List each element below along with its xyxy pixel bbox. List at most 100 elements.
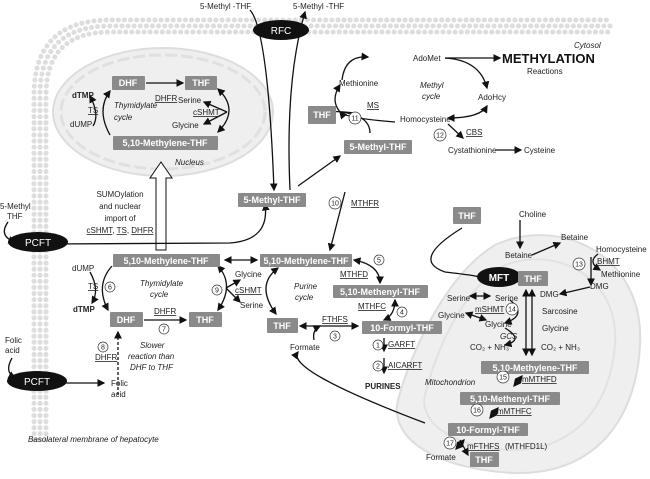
enzyme-mshmt: mSHMT [475,305,504,314]
step-16: 16 [470,403,484,417]
svg-text:2: 2 [376,364,380,371]
svg-text:14: 14 [508,307,516,314]
box-thf-purine: THF [267,318,298,333]
label-gcs: GCS [500,332,518,341]
enzyme-aicarft: AICARFT [388,361,422,370]
pcft-label: PCFT [25,238,51,249]
label-methyl-cycle-2: cycle [422,92,441,101]
svg-text:5-Methyl-THF: 5-Methyl-THF [244,195,301,205]
enzyme-mmthfd: mMTHFD [522,375,557,384]
svg-text:5-Methyl-THF: 5-Methyl-THF [350,142,407,152]
label-nucleus: Nucleus [175,158,204,167]
label-methionine-r: Methionine [601,270,641,279]
box-methyl-thf-mid: 5-Methyl-THF [238,193,306,207]
label-dump: dUMP [72,264,94,273]
box-formyl-thf: 10-Formyl-THF [362,321,442,334]
svg-text:DHF: DHF [119,78,138,88]
labels: 5-Methyl -THF 5-Methyl -THF Cytosol Nucl… [0,2,647,462]
label-purine-cycle: cycle [295,293,314,302]
enzyme-mmthfc: mMTHFC [497,407,532,416]
label-serine: Serine [240,301,264,310]
label-adomet: AdoMet [413,54,441,63]
svg-text:3: 3 [333,334,337,341]
enzyme-mthfc: MTHFC [358,302,386,311]
label-m-serine: Serine [495,294,519,303]
svg-text:5: 5 [377,258,381,265]
box-thf-ms: THF [308,106,336,124]
label-betaine-out: Betaine [561,233,589,242]
cell-membrane [31,17,615,443]
label-dtmp: dTMP [73,305,95,314]
step-numbers: 1 2 3 4 5 6 7 8 9 10 11 12 13 14 15 16 1… [97,111,586,450]
svg-text:17: 17 [446,441,454,448]
svg-text:10: 10 [331,201,339,208]
label-m-glycine-out: Glycine [438,311,465,320]
label-methyl-thf-in: 5-Methyl -THF [200,2,251,11]
step-13: 13 [572,257,586,271]
label-homocysteine: Homocysteine [400,115,451,124]
step-15: 15 [496,370,510,384]
label-m-formate: Formate [426,453,456,462]
enzyme-nuc-dhfr: DHFR [155,94,177,103]
label-mthfd1l: (MTHFD1L) [505,442,548,451]
nuclear-import-arrow [149,161,173,251]
svg-text:5,10-Methylene-THF: 5,10-Methylene-THF [263,256,349,266]
label-homocysteine-r: Homocysteine [596,245,647,254]
enzyme-sumo-dhfr: DHFR [131,226,153,235]
box-thf-top-right: THF [453,207,481,224]
box-nuc-thf: THF [185,76,217,90]
box-mito-formyl-thf: 10-Formyl-THF [448,423,528,436]
step-7: 7 [158,323,170,335]
svg-text:10-Formyl-THF: 10-Formyl-THF [370,323,434,333]
enzyme-nuc-cshmt: cSHMT [193,108,220,117]
label-sumo-2: and nuclear [99,202,141,211]
box-thf-thymidylate: THF [189,312,222,327]
label-nuc-serine: Serine [178,96,202,105]
label-formate: Formate [290,343,320,352]
label-betaine-in: Betaine [505,251,533,260]
transporter-pcft-bottom: PCFT [7,371,67,391]
label-folic-left-2: acid [5,346,20,355]
svg-text:6: 6 [108,285,112,292]
svg-text:4: 4 [400,310,404,317]
pcft-label: PCFT [24,377,50,388]
box-dhf: DHF [110,312,143,327]
enzyme-dhfr-8: DHFR [95,353,117,362]
step-9: 9 [211,284,223,296]
label-methyl-thf-pcft: 5-Methyl [0,202,31,211]
label-folic: Folic [111,379,128,388]
step-17: 17 [443,436,457,450]
enzyme-sumo-cshmt: cSHMT [87,226,114,235]
box-methenyl-thf: 5,10-Methenyl-THF [333,285,428,298]
svg-text:5,10-Methenyl-THF: 5,10-Methenyl-THF [470,394,551,404]
svg-text:15: 15 [499,375,507,382]
mft-label: MFT [489,273,510,284]
enzyme-fthfs: FTHFS [322,315,348,324]
box-nuc-methylene-thf: 5,10-Methylene-THF [113,136,218,150]
label-thymidylate-cycle: cycle [150,290,169,299]
label-slower-3: DHF to THF [130,363,174,372]
label-methionine: Methionine [339,79,379,88]
svg-text:8: 8 [101,345,105,352]
label-sumo-3: import of [104,214,136,223]
label-methyl-cycle: Methyl [420,81,444,90]
label-methyl-thf-out: 5-Methyl -THF [293,2,344,11]
label-purines: PURINES [365,382,401,391]
step-11: 11 [348,111,362,125]
step-4: 4 [396,306,408,318]
label-co2-left: CO₂ + NH₃ [470,343,509,352]
step-8: 8 [97,341,109,353]
label-methylation: METHYLATION [502,51,595,66]
step-10: 10 [328,196,342,210]
svg-text:10-Formyl-THF: 10-Formyl-THF [456,425,520,435]
enzyme-garft: GARFT [388,340,415,349]
label-m-glycine: Glycine [485,320,512,329]
svg-text:5,10-Methenyl-THF: 5,10-Methenyl-THF [340,287,421,297]
svg-text:16: 16 [473,408,481,415]
svg-text:THF: THF [475,455,493,465]
label-purine: Purine [294,282,318,291]
label-sumo-1: SUMOylation [96,190,143,199]
svg-text:1: 1 [376,343,380,350]
box-methylene-thf-mid: 5,10-Methylene-THF [260,254,352,267]
enzymes: TS DHFR cSHMT cSHMT, TS, DHFR MS CBS MTH… [87,94,620,451]
